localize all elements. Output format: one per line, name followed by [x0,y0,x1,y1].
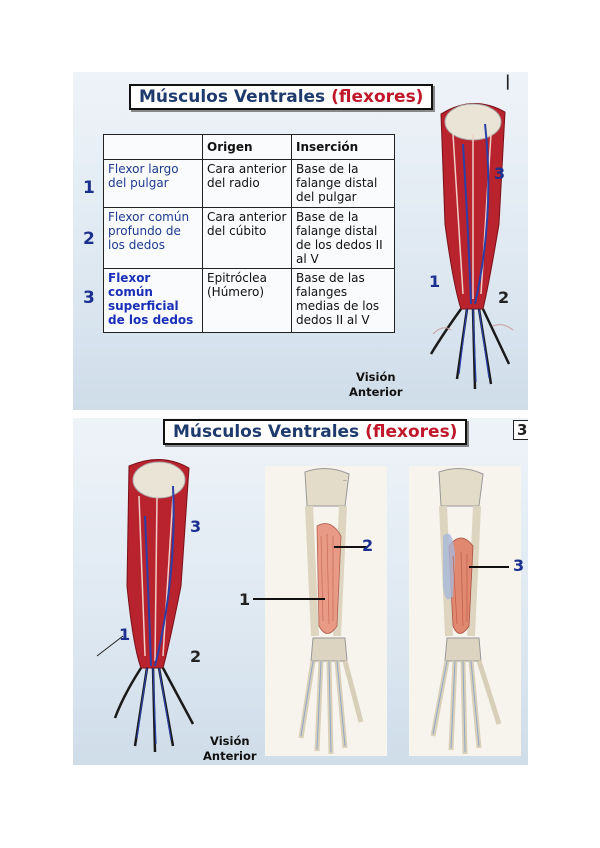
edge-mark: | [505,72,511,90]
label-3: 3 [494,164,506,183]
slide-flexor-illustrations: Músculos Ventrales (flexores) 3 3 1 2 Vi… [73,418,528,765]
title-paren: (flexores) [365,422,458,442]
header-cell [103,134,203,160]
origin-cell: Cara anterior del radio [202,159,292,208]
row-number-3: 3 [83,288,95,308]
header-cell: Inserción [291,134,395,160]
forearm-illustration [96,458,195,753]
insertion-cell: Base de las falanges medias de los dedos… [291,268,395,333]
vision-anterior-label: Visión Anterior [203,734,257,764]
anatomy-plate-deep [265,466,387,756]
muscle-name: Flexor largo del pulgar [103,159,203,208]
table-row: Flexor común superficial de los dedos Ep… [103,268,395,333]
insertion-cell: Base de la falange distal de los dedos I… [291,207,395,269]
title-paren: (flexores) [331,87,424,107]
row-number-1: 1 [83,178,95,198]
vision-line1: Visión [356,370,396,384]
muscle-name: Flexor común superficial de los dedos [103,268,203,333]
pointer-arrow [334,546,368,548]
label-1: 1 [429,272,441,291]
slide-flexor-table: Músculos Ventrales (flexores) | 1 2 3 Or… [73,72,528,410]
superficial-flexor-illustration [430,468,502,755]
anatomy-plate-superficial [409,466,521,756]
pointer-arrow [253,598,325,600]
vision-anterior-label: Visión Anterior [349,370,403,400]
slide-title: Músculos Ventrales (flexores) [163,419,468,445]
slide-title: Músculos Ventrales (flexores) [129,84,434,110]
plate-annotation: — [343,478,347,483]
header-cell: Origen [202,134,292,160]
label-1: 1 [119,625,131,644]
vision-line2: Anterior [349,385,403,399]
insertion-cell: Base de la falange distal del pulgar [291,159,395,208]
label-2: 2 [498,288,510,307]
title-main: Músculos Ventrales [139,87,326,107]
origin-cell: Epitróclea (Húmero) [202,268,292,333]
title-main: Músculos Ventrales [173,422,360,442]
muscle-table: Origen Inserción Flexor largo del pulgar… [103,134,395,333]
muscle-name: Flexor común profundo de los dedos [103,207,203,269]
table-row: Flexor largo del pulgar Cara anterior de… [103,159,395,208]
label-1: 1 [239,590,251,609]
deep-flexor-illustration [298,468,364,755]
vision-line2: Anterior [203,749,257,763]
label-3: 3 [190,517,202,536]
vision-line1: Visión [210,734,250,748]
table-header-row: Origen Inserción [103,134,395,160]
label-3: 3 [513,556,525,575]
forearm-illustration [429,103,514,390]
pointer-arrow [469,566,509,568]
label-2: 2 [190,647,202,666]
edge-mark: 3 [513,420,528,440]
label-2: 2 [362,536,374,555]
origin-cell: Cara anterior del cúbito [202,207,292,269]
table-row: Flexor común profundo de los dedos Cara … [103,207,395,269]
row-number-2: 2 [83,229,95,249]
